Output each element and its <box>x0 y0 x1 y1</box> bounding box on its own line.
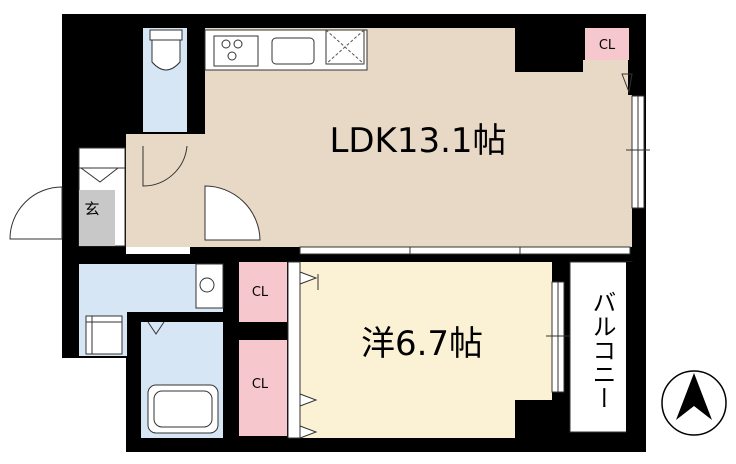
front-door-swing <box>9 186 63 240</box>
ldk-room <box>126 28 632 247</box>
ldk-door-swing <box>204 185 261 241</box>
door-swing <box>621 73 633 94</box>
stove-icon <box>213 35 259 67</box>
sliding-door <box>299 246 631 255</box>
upper-closet-label: CL <box>252 285 269 300</box>
ldk-closet: CL <box>585 28 629 60</box>
toilet-door-swing <box>142 145 188 187</box>
lower-closet-label: CL <box>252 377 269 392</box>
range-hood-icon <box>325 29 365 65</box>
upper-closet: CL <box>239 262 287 322</box>
sink-icon <box>271 37 315 65</box>
bathroom <box>141 321 223 438</box>
entrance: 玄 <box>78 147 126 247</box>
western-window <box>546 281 570 393</box>
western-room-label: 洋6.7帖 <box>361 324 483 364</box>
entrance-label: 玄 <box>84 200 99 218</box>
ldk-label: LDK13.1帖 <box>329 121 506 161</box>
washing-machine-pan <box>85 315 123 355</box>
western-room <box>287 261 552 439</box>
north-arrow-icon <box>661 370 727 436</box>
opening <box>126 247 190 254</box>
lower-closet: CL <box>239 340 287 436</box>
ldk-closet-label: CL <box>599 38 616 53</box>
toilet-room <box>143 28 187 132</box>
ldk-window <box>626 95 650 209</box>
balcony <box>569 261 646 452</box>
balcony-label: バルコニー <box>588 290 616 410</box>
